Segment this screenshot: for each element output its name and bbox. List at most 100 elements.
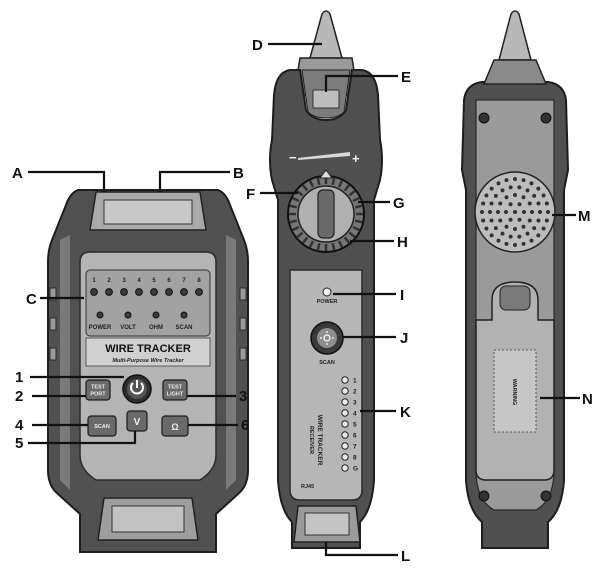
- receiver-side-subtitle: RECEIVER: [308, 426, 314, 454]
- transmitter-subtitle: Multi-Purpose Wire Tracker: [112, 358, 184, 364]
- mode-label-ohm: OHM: [149, 325, 163, 331]
- pin-led-8: [341, 453, 349, 461]
- mode-led-power: [96, 311, 104, 319]
- led-number-1: 1: [92, 278, 96, 284]
- callout-l: L: [401, 548, 410, 565]
- pin-led-4: [341, 409, 349, 417]
- mode-label-scan: SCAN: [175, 325, 192, 331]
- callout-i: I: [400, 287, 404, 304]
- leader-lines: [28, 42, 580, 557]
- led-number-2: 2: [107, 278, 111, 284]
- test-light-button[interactable]: TEST LIGHT: [162, 379, 188, 401]
- pin-label-1: 1: [353, 378, 357, 385]
- pin-led-1: [341, 376, 349, 384]
- ohm-button-label: Ω: [171, 422, 178, 432]
- warning-sticker: [493, 349, 537, 433]
- power-label: POWER: [317, 299, 338, 305]
- sensitivity-plus: +: [352, 151, 360, 166]
- test-port-button[interactable]: TEST PORT: [85, 379, 111, 401]
- callout-5: 5: [15, 435, 23, 452]
- pin-led-6: [341, 431, 349, 439]
- callout-b: B: [233, 165, 244, 182]
- pin-label-6: 6: [353, 433, 357, 440]
- led-5: [150, 288, 158, 296]
- led-6: [165, 288, 173, 296]
- transmitter-right-rail: [226, 235, 236, 490]
- screw-top-right: [540, 112, 552, 124]
- transmitter-title: WIRE TRACKER: [105, 343, 191, 355]
- scan-button[interactable]: SCAN: [87, 415, 117, 437]
- callout-1: 1: [15, 369, 23, 386]
- test-port-label-1: TEST: [91, 385, 106, 391]
- scan-label: SCAN: [319, 360, 335, 366]
- led-number-3: 3: [122, 278, 126, 284]
- callout-2: 2: [15, 388, 23, 405]
- ohm-button[interactable]: Ω: [161, 415, 189, 437]
- callout-a: A: [12, 165, 23, 182]
- callout-4: 4: [15, 417, 24, 434]
- callout-j: J: [400, 330, 408, 347]
- pin-label-7: 7: [353, 444, 357, 451]
- volt-button-label: V: [134, 417, 141, 428]
- volt-button[interactable]: V: [126, 410, 148, 432]
- sensitivity-dial[interactable]: [287, 169, 365, 253]
- warning-text: WARNING: [511, 379, 517, 406]
- mode-led-scan: [180, 311, 188, 319]
- power-led: [322, 287, 332, 297]
- led-3: [120, 288, 128, 296]
- callout-3: 3: [239, 388, 247, 405]
- power-icon: [130, 382, 144, 395]
- led-8: [195, 288, 203, 296]
- probe-tip: [309, 10, 343, 59]
- pin-label-8: 8: [353, 455, 357, 462]
- callout-d: D: [252, 37, 263, 54]
- callout-k: K: [400, 404, 411, 421]
- scan-button-receiver[interactable]: [310, 321, 344, 355]
- callout-n: N: [582, 391, 593, 408]
- led-number-5: 5: [152, 278, 156, 284]
- mode-label-volt: VOLT: [120, 325, 136, 331]
- speaker-grille: [474, 171, 556, 253]
- rj45-label: RJ45: [301, 484, 314, 490]
- pin-label-4: 4: [353, 411, 357, 418]
- power-button[interactable]: [122, 374, 152, 404]
- back-probe-tip: [498, 10, 532, 61]
- receiver-side-title: WIRE TRACKER: [316, 415, 323, 466]
- callout-6: 6: [241, 417, 249, 434]
- mode-indicator-row: POWER VOLT OHM SCAN: [89, 311, 193, 331]
- callout-m: M: [578, 208, 591, 225]
- callout-h: H: [397, 234, 408, 251]
- mode-label-power: POWER: [89, 325, 112, 331]
- pin-led-column: 1 2 3 4 5 6 7 8G: [341, 376, 358, 473]
- screw-bottom-right: [540, 490, 552, 502]
- led-4: [135, 288, 143, 296]
- light-icon: [320, 331, 334, 345]
- receiver-back-view: WARNING: [460, 10, 570, 549]
- pin-led-5: [341, 420, 349, 428]
- scan-button-label: SCAN: [94, 424, 110, 430]
- led-number-7: 7: [182, 278, 186, 284]
- test-light-label-1: TEST: [168, 385, 183, 391]
- transmitter-left-rail: [60, 235, 70, 490]
- callout-g: G: [393, 195, 405, 212]
- pin-label-3: 3: [353, 400, 357, 407]
- led-2: [105, 288, 113, 296]
- led-window: [85, 269, 211, 337]
- pin-led-3: [341, 398, 349, 406]
- callout-c: C: [26, 291, 37, 308]
- callout-labels: A B C 1 2 3 4 5 6 D E F G H I J K L M N: [12, 37, 593, 565]
- callout-f: F: [246, 186, 255, 203]
- callout-e: E: [401, 69, 411, 86]
- led-number-4: 4: [137, 278, 141, 284]
- pin-label-2: 2: [353, 389, 357, 396]
- led-number-6: 6: [167, 278, 171, 284]
- pin-label-5: 5: [353, 422, 357, 429]
- pin-label-g: G: [353, 466, 358, 473]
- mode-led-ohm: [152, 311, 160, 319]
- screw-bottom-left: [478, 490, 490, 502]
- test-light-label-2: LIGHT: [167, 392, 184, 398]
- led-1: [90, 288, 98, 296]
- screw-top-left: [478, 112, 490, 124]
